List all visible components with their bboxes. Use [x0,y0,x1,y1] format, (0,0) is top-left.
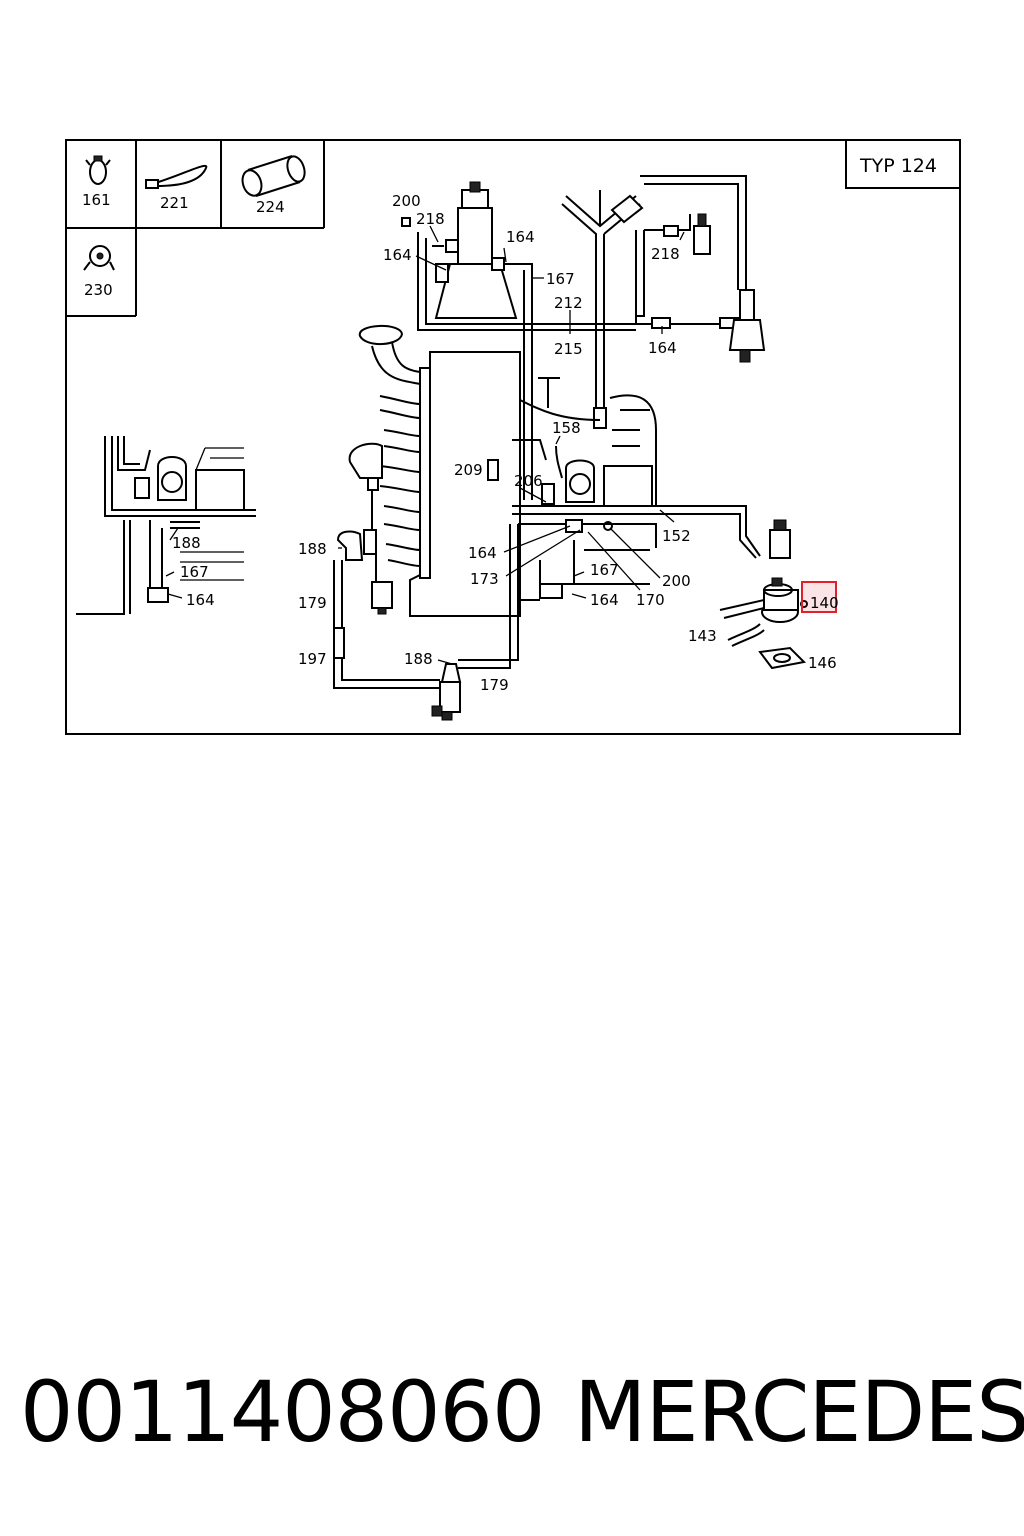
callout-188-inset: 188 [172,534,201,552]
callout-164-top-left: 164 [383,246,412,264]
vacuum-lines-top [417,175,747,500]
callout-164-lower-right: 164 [590,591,619,609]
vacuum-pump-140 [719,577,808,623]
callout-179-bottom: 179 [480,676,509,694]
callout-164-right: 164 [648,339,677,357]
callout-158: 158 [552,419,581,437]
callout-146: 146 [808,654,837,672]
intake-detail-right [512,377,761,559]
callout-164-lower: 164 [468,544,497,562]
exhaust-manifold [348,324,421,567]
legend-label-224: 224 [256,198,285,216]
callout-197: 197 [298,650,327,668]
top-right-valve [663,213,711,255]
callout-143: 143 [688,627,717,645]
legend-label-221: 221 [160,194,189,212]
highlight-part-140[interactable] [801,581,837,613]
lower-lines [458,519,657,669]
part-number: 0011408060 [20,1363,545,1461]
callout-labels: 200 218 164 164 167 212 215 218 164 158 … [172,192,839,694]
air-flow-unit [434,181,518,319]
vacuum-converter [769,519,791,559]
callout-188-left: 188 [298,540,327,558]
y-distributor [561,190,644,429]
hose-clip-icon [83,245,115,271]
callout-200-lower: 200 [662,572,691,590]
callout-218-right: 218 [651,245,680,263]
engine-block [409,351,521,617]
callout-167-top: 167 [546,270,575,288]
type-box [845,139,961,189]
type-label: TYP 124 [859,155,937,177]
hose-143 [727,623,765,647]
parts-diagram: 161 221 224 230 TYP 124 [65,139,961,735]
left-lower-column [333,529,440,689]
callout-200-top: 200 [392,192,421,210]
callout-215: 215 [554,340,583,358]
callout-179-left: 179 [298,594,327,612]
legend-label-230: 230 [84,281,113,299]
callout-170: 170 [636,591,665,609]
callout-188-bottom: 188 [404,650,433,668]
gasket-146 [758,646,807,670]
callout-167-inset: 167 [180,563,209,581]
callout-167-lower: 167 [590,561,619,579]
callout-140[interactable]: 140 [810,594,839,612]
callout-164-top-right: 164 [506,228,535,246]
hose-clamp-icon [85,155,111,185]
callout-164-inset: 164 [186,591,215,609]
leader-lines [165,225,685,665]
callout-206: 206 [514,472,543,490]
legend-label-161: 161 [82,191,111,209]
brand-name: MERCEDES [574,1363,1024,1461]
legend-grid [66,140,325,317]
callout-152: 152 [662,527,691,545]
callout-209: 209 [454,461,483,479]
sleeve-icon [241,155,306,197]
left-inset-detail [76,436,256,615]
right-valve [728,289,766,363]
callout-218-top: 218 [416,210,445,228]
callout-173: 173 [470,570,499,588]
lower-valve [431,663,462,721]
cable-tie-icon [145,164,208,189]
callout-212: 212 [554,294,583,312]
footer: 0011408060 MERCEDES [0,1362,1024,1472]
